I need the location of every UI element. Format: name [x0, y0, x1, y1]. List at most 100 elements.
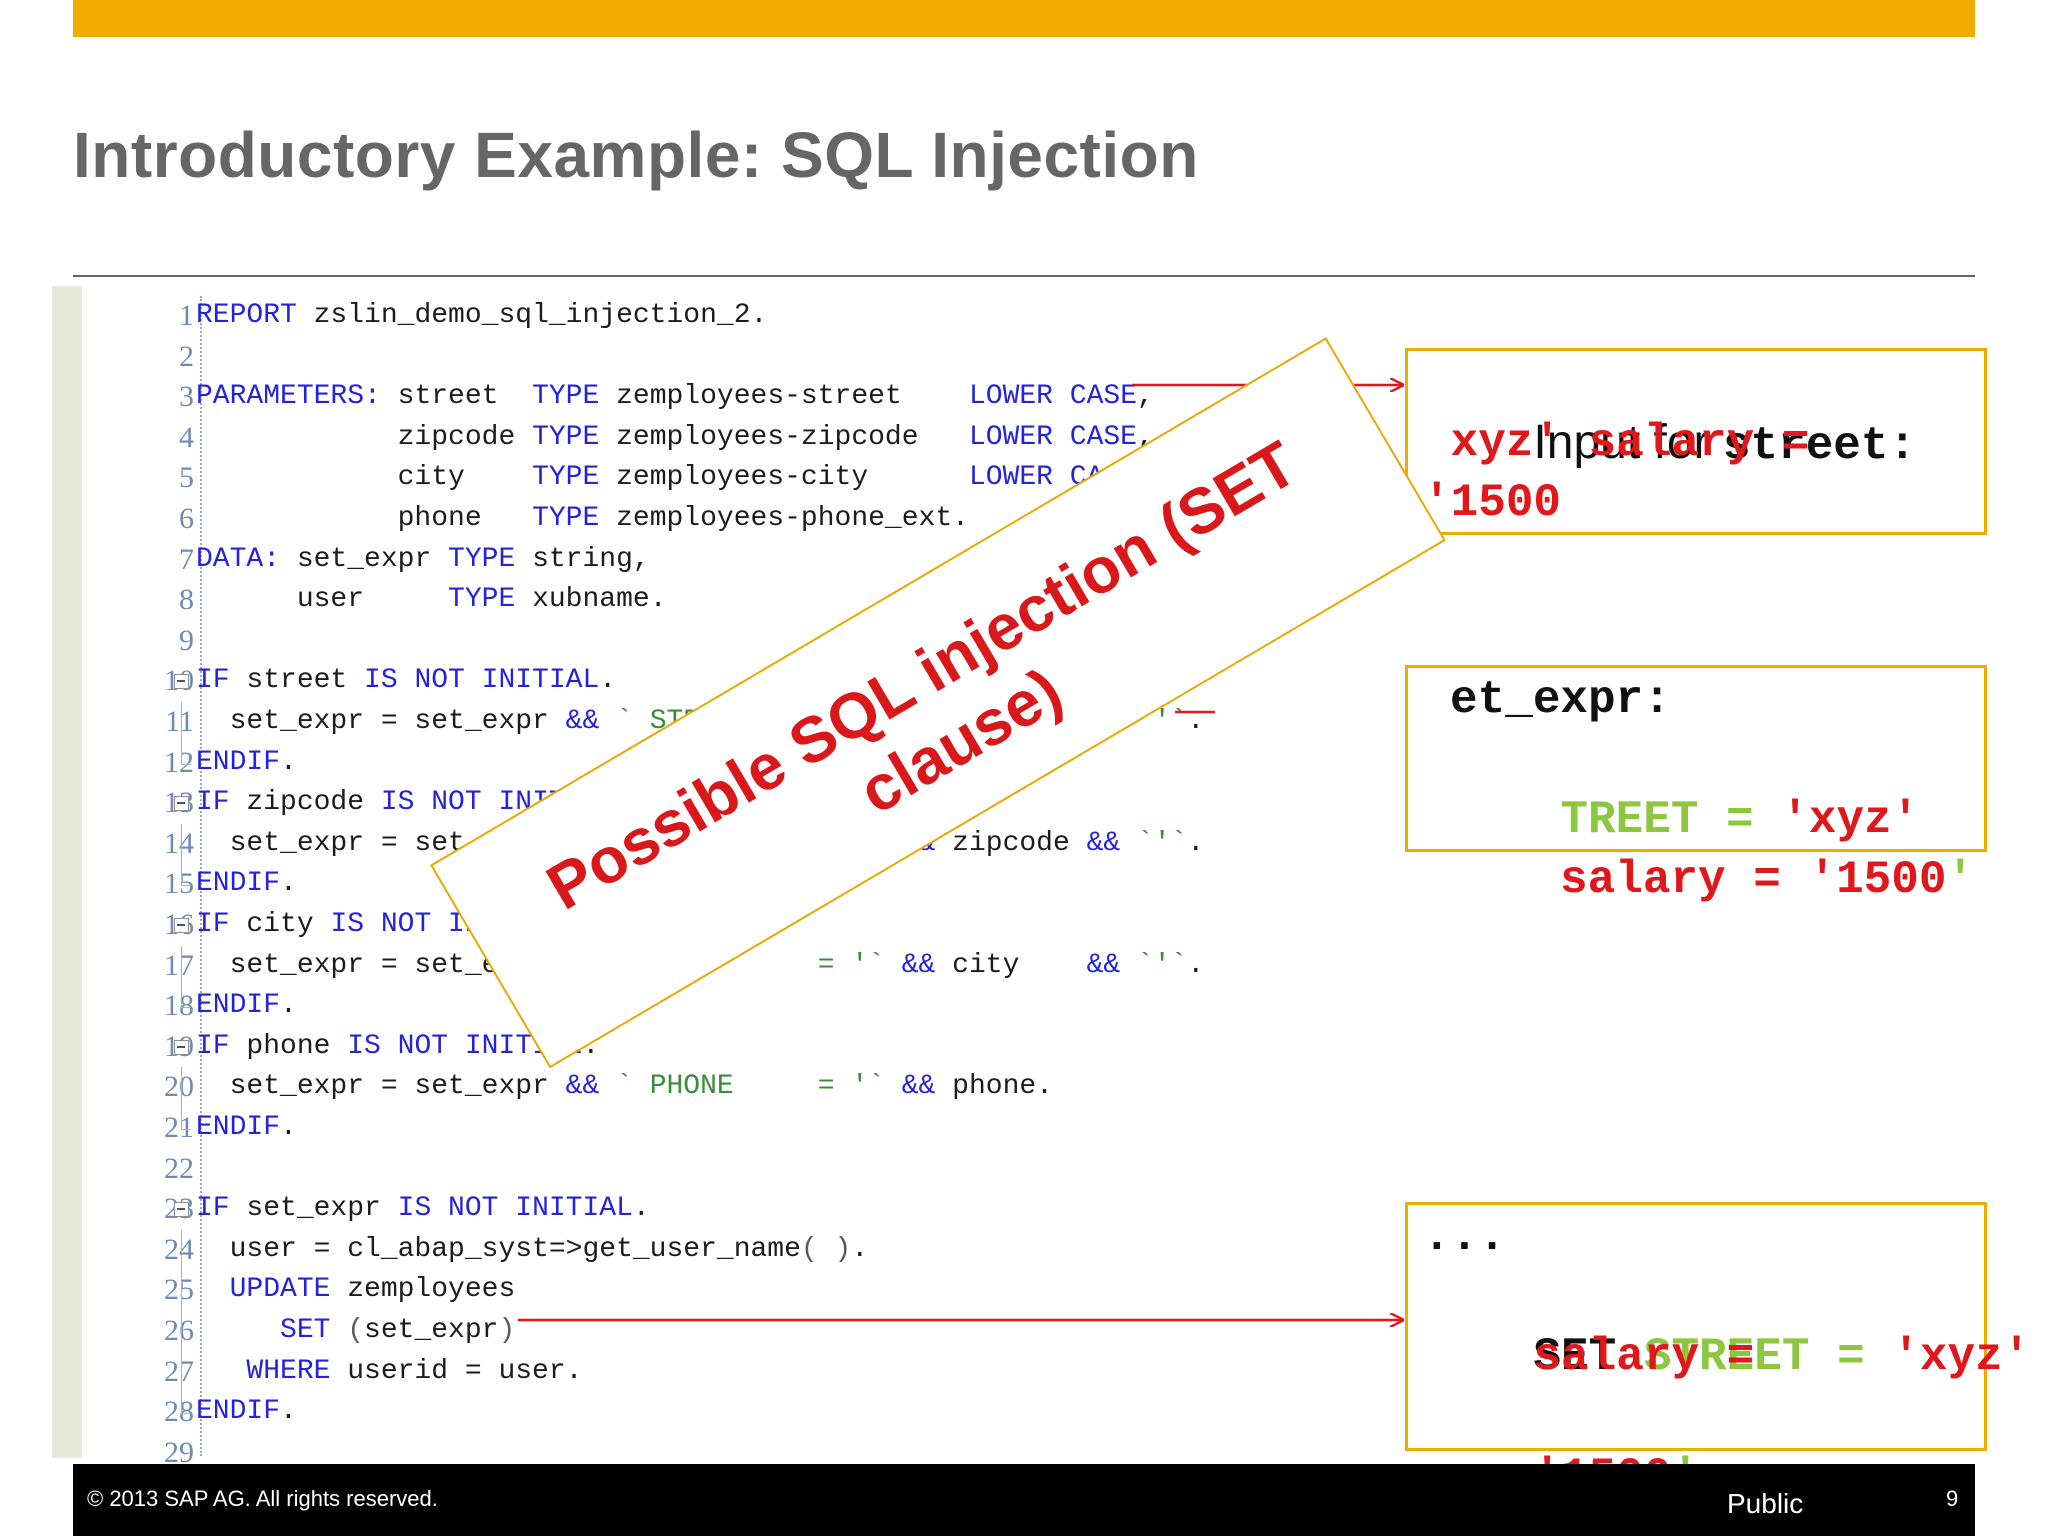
code-line: 8 user TYPE xubname.	[52, 580, 1452, 621]
code-line: 9	[52, 621, 1452, 662]
code-line: 10IF street IS NOT INITIAL.	[52, 661, 1452, 702]
line-number: 7	[179, 542, 194, 576]
copyright-text: © 2013 SAP AG. All rights reserved.	[87, 1486, 438, 1511]
line-number: 4	[179, 420, 194, 454]
fold-guide	[181, 1270, 182, 1311]
fold-guide	[181, 1311, 182, 1352]
fold-toggle-icon[interactable]	[174, 674, 189, 690]
line-number: 20	[164, 1070, 194, 1104]
code-text: DATA: set_expr TYPE string,	[196, 543, 650, 575]
line-number: 24	[164, 1232, 194, 1266]
code-line: 23IF set_expr IS NOT INITIAL.	[52, 1189, 1452, 1230]
code-text: ENDIF.	[196, 868, 297, 900]
code-line: 29	[52, 1433, 1452, 1474]
update-street-value: 'xyz'	[1892, 1331, 2031, 1383]
code-text: ENDIF.	[196, 746, 297, 778]
line-number: 18	[164, 989, 194, 1023]
set-expr-salary: salary = '1500	[1532, 854, 1947, 906]
code-text: phone TYPE zemployees-phone_ext.	[196, 503, 969, 534]
code-line: 27 WHERE userid = user.	[52, 1351, 1452, 1393]
set-expr-callout: et_expr: TREET = 'xyz' salary = '1500'	[1405, 665, 1987, 906]
line-number: 29	[164, 1435, 194, 1469]
code-text: REPORT zslin_demo_sql_injection_2.	[196, 300, 768, 331]
line-number: 25	[164, 1273, 194, 1307]
fold-end-guide	[181, 1108, 191, 1130]
line-number: 8	[179, 583, 194, 617]
code-text: IF street IS NOT INITIAL.	[196, 665, 617, 697]
line-number-column	[82, 286, 200, 1458]
line-number: 9	[179, 623, 194, 657]
code-line: 24 user = cl_abap_syst=>get_user_name( )…	[52, 1229, 1452, 1271]
code-text: user = cl_abap_syst=>get_user_name( ).	[196, 1233, 869, 1265]
update-street: STREET =	[1643, 1331, 1893, 1383]
code-text: PARAMETERS: street TYPE zemployees-stree…	[196, 381, 1154, 413]
set-expr-label: et_expr:	[1450, 674, 1671, 726]
fold-toggle-icon[interactable]	[174, 918, 189, 933]
line-number: 3	[179, 380, 194, 414]
fold-end-guide	[181, 864, 191, 887]
fold-toggle-icon[interactable]	[174, 796, 189, 812]
line-number: 6	[179, 502, 194, 535]
fold-guide	[181, 823, 182, 865]
code-text: IF zipcode IS NOT INITIAL.	[196, 787, 633, 819]
line-number: 26	[164, 1314, 194, 1347]
update-statement-callout: ... SET STREET = 'xyz' salary = '1500'	[1405, 1202, 2030, 1503]
line-number: 21	[164, 1111, 194, 1144]
code-text: ENDIF.	[196, 990, 297, 1022]
set-expr-salary-quote: '	[1946, 854, 1975, 906]
code-text: UPDATE zemployees	[196, 1274, 516, 1306]
line-number: 2	[179, 339, 194, 373]
editor-gutter	[52, 286, 82, 1458]
code-text: user TYPE xubname.	[196, 584, 667, 616]
line-number: 11	[165, 705, 194, 738]
update-set-keyword: SET	[1533, 1331, 1644, 1383]
code-line: 20 set_expr = set_expr && ` PHONE = '` &…	[52, 1067, 1452, 1108]
line-number-separator	[200, 296, 202, 1456]
code-line: 4 zipcode TYPE zemployees-zipcode LOWER …	[52, 418, 1452, 459]
fold-guide	[181, 1351, 182, 1393]
code-text: ENDIF.	[196, 1396, 297, 1428]
callout-label: Input for	[1533, 416, 1723, 469]
code-text: set_expr = set_expr && ` PHONE = '` && p…	[196, 1071, 1053, 1103]
fold-guide	[181, 945, 182, 987]
injection-value-line2: '1500	[1423, 477, 1562, 529]
line-number: 17	[164, 948, 194, 982]
line-number: 5	[179, 461, 194, 495]
code-line: 22	[52, 1149, 1452, 1190]
code-line: 25 UPDATE zemployees	[52, 1270, 1452, 1311]
update-salary: salary =	[1423, 1331, 1755, 1383]
set-expr-street: TREET =	[1560, 794, 1782, 846]
fold-end-guide	[181, 742, 191, 765]
fold-guide	[181, 702, 182, 743]
slide-title: Introductory Example: SQL Injection	[73, 119, 1199, 191]
fold-guide	[181, 1067, 182, 1108]
line-number: 12	[164, 745, 194, 779]
line-number: 15	[164, 867, 194, 901]
callout-label-code: street:	[1722, 420, 1917, 472]
set-expr-street-value: 'xyz'	[1781, 794, 1920, 846]
fold-end-guide	[181, 986, 191, 1009]
code-line: 26 SET (set_expr)	[52, 1311, 1452, 1352]
code-text: ENDIF.	[196, 1112, 297, 1143]
update-ellipsis: ...	[1423, 1211, 1506, 1263]
line-number: 1	[179, 299, 194, 332]
footer-bar: © 2013 SAP AG. All rights reserved. Publ…	[73, 1464, 1975, 1536]
line-number: 28	[164, 1395, 194, 1429]
code-line: 6 phone TYPE zemployees-phone_ext.	[52, 499, 1452, 540]
street-input-callout: Input for street: xyz' salary = '1500	[1405, 348, 1987, 535]
fold-toggle-icon[interactable]	[174, 1202, 189, 1218]
code-text: SET (set_expr)	[196, 1315, 516, 1346]
code-line: 5 city TYPE zemployees-city LOWER CASE,	[52, 458, 1452, 499]
fold-end-guide	[181, 1392, 191, 1415]
code-line: 13IF zipcode IS NOT INITIAL.	[52, 783, 1452, 824]
fold-toggle-icon[interactable]	[174, 1039, 189, 1055]
line-number: 22	[164, 1151, 194, 1185]
code-text: WHERE userid = user.	[196, 1355, 583, 1387]
